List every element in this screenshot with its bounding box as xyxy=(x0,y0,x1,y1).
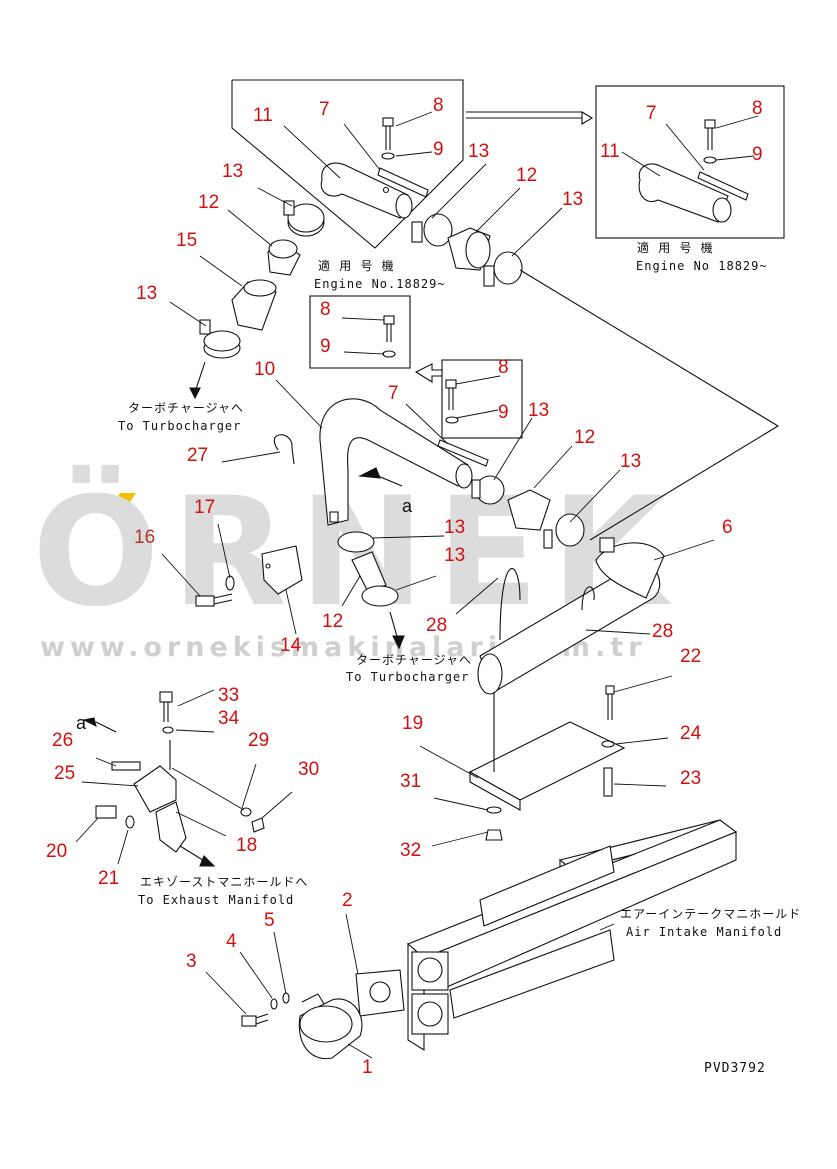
exhaust-elbow-pipe-11 xyxy=(320,162,413,219)
exhaust-pipe-10 xyxy=(319,398,489,526)
callout-12-a: 12 xyxy=(516,165,538,186)
callout-26: 26 xyxy=(52,730,74,751)
callout-7-right: 7 xyxy=(646,103,657,124)
callout-10: 10 xyxy=(254,359,276,380)
callout-13-d: 13 xyxy=(136,283,158,304)
inset-elbow-pipe-11 xyxy=(638,119,749,223)
callout-12-d: 12 xyxy=(322,611,344,632)
callout-13-f: 13 xyxy=(620,451,642,472)
clamp-13-mid-b xyxy=(483,251,523,287)
callout-11-top: 11 xyxy=(253,105,273,126)
callout-32: 32 xyxy=(400,840,422,861)
callout-17: 17 xyxy=(194,497,216,518)
note-intake-jp: エアーインテークマニホールド xyxy=(620,907,802,921)
callout-11-right: 11 xyxy=(600,141,620,162)
bolt-inset-box xyxy=(441,359,523,439)
small-inset-box xyxy=(309,295,411,369)
clamp-13-mid-a xyxy=(411,213,453,247)
right-inset-box xyxy=(595,85,785,239)
callout-19: 19 xyxy=(402,713,424,734)
callout-25: 25 xyxy=(54,763,76,784)
note-engine-no-1: Engine No.18829~ xyxy=(314,277,446,291)
callout-13-a: 13 xyxy=(468,141,490,162)
callout-34: 34 xyxy=(218,708,240,729)
callout-5: 5 xyxy=(264,910,275,931)
note-exhaust-en: To Exhaust Manifold xyxy=(138,893,295,907)
callout-30: 30 xyxy=(298,759,320,780)
view-a-label-1: a xyxy=(402,496,413,516)
callout-13-h: 13 xyxy=(444,545,466,566)
muffler-6 xyxy=(477,537,665,695)
bolt-8-washer-9 xyxy=(445,379,459,424)
muffler-bracket-19 xyxy=(468,685,626,841)
note-turbo-jp-1: ターボチャージャへ xyxy=(128,401,245,415)
note-applicable-jp-1: 適 用 号 機 xyxy=(318,259,395,273)
sleeve-12-top xyxy=(267,239,301,276)
callout-21: 21 xyxy=(98,868,120,889)
callout-16: 16 xyxy=(134,527,156,548)
view-a-label-2: a xyxy=(76,713,87,733)
callout-9-small: 9 xyxy=(320,336,331,357)
note-applicable-jp-2: 適 用 号 機 xyxy=(637,241,714,255)
callout-3: 3 xyxy=(186,951,197,972)
callout-9-box: 9 xyxy=(498,402,509,423)
callout-8-box: 8 xyxy=(498,357,509,378)
callout-13-e: 13 xyxy=(528,400,550,421)
callout-9-right: 9 xyxy=(752,144,763,165)
note-exhaust-jp: エキゾーストマニホールドへ xyxy=(140,875,309,889)
callout-8-right: 8 xyxy=(752,98,763,119)
small-inset-bolt xyxy=(382,315,396,358)
callout-28-b: 28 xyxy=(652,621,674,642)
note-turbo-en-1: To Turbocharger xyxy=(118,419,242,433)
sleeve-12-mid xyxy=(447,227,491,271)
note-intake-en: Air Intake Manifold xyxy=(626,925,783,939)
clamps-below-pipe-10 xyxy=(329,511,399,607)
intake-manifold xyxy=(406,819,738,1051)
note-engine-no-2: Engine No 18829~ xyxy=(636,259,768,273)
callout-7-top: 7 xyxy=(319,99,330,120)
insulator-15 xyxy=(231,279,277,331)
callout-13-c: 13 xyxy=(562,189,584,210)
callout-8-top: 8 xyxy=(433,95,444,116)
clamp-13-lower-left xyxy=(199,319,241,359)
callout-2: 2 xyxy=(342,890,353,911)
callout-4: 4 xyxy=(226,931,237,952)
callout-18: 18 xyxy=(236,835,258,856)
clamps-sleeves-mid-right xyxy=(471,475,585,549)
callout-13-b: 13 xyxy=(222,161,244,182)
callout-7-mid: 7 xyxy=(388,383,399,404)
callout-22: 22 xyxy=(680,646,702,667)
clamp-13-top xyxy=(283,200,325,237)
callout-24: 24 xyxy=(680,723,702,744)
top-inset-box xyxy=(231,79,594,249)
callout-28-a: 28 xyxy=(426,615,448,636)
callout-12-b: 12 xyxy=(198,192,220,213)
u-bolt-27 xyxy=(273,434,295,465)
callout-14: 14 xyxy=(280,635,302,656)
callout-20: 20 xyxy=(46,841,68,862)
callout-27: 27 xyxy=(187,445,209,466)
note-turbo-jp-2: ターボチャージャへ xyxy=(356,653,473,667)
callout-31: 31 xyxy=(400,771,422,792)
callout-29: 29 xyxy=(248,730,270,751)
drawing-code: PVD3792 xyxy=(704,1061,766,1076)
note-turbo-en-2: To Turbocharger xyxy=(346,670,470,684)
callout-15: 15 xyxy=(176,230,198,251)
callout-1: 1 xyxy=(362,1057,373,1078)
bolt-clamp-7-8-9 xyxy=(377,117,429,198)
callout-9-top: 9 xyxy=(433,139,444,160)
bracket-14 xyxy=(195,545,303,607)
callout-8-small: 8 xyxy=(320,299,331,320)
leader-lines xyxy=(75,111,759,1059)
gasket-2-elbow-1 xyxy=(241,969,405,1060)
guide-line xyxy=(519,269,780,541)
callout-33: 33 xyxy=(218,685,240,706)
callout-12-c: 12 xyxy=(574,427,596,448)
callout-13-g: 13 xyxy=(444,517,466,538)
callout-23: 23 xyxy=(680,768,702,789)
callout-6: 6 xyxy=(722,517,733,538)
